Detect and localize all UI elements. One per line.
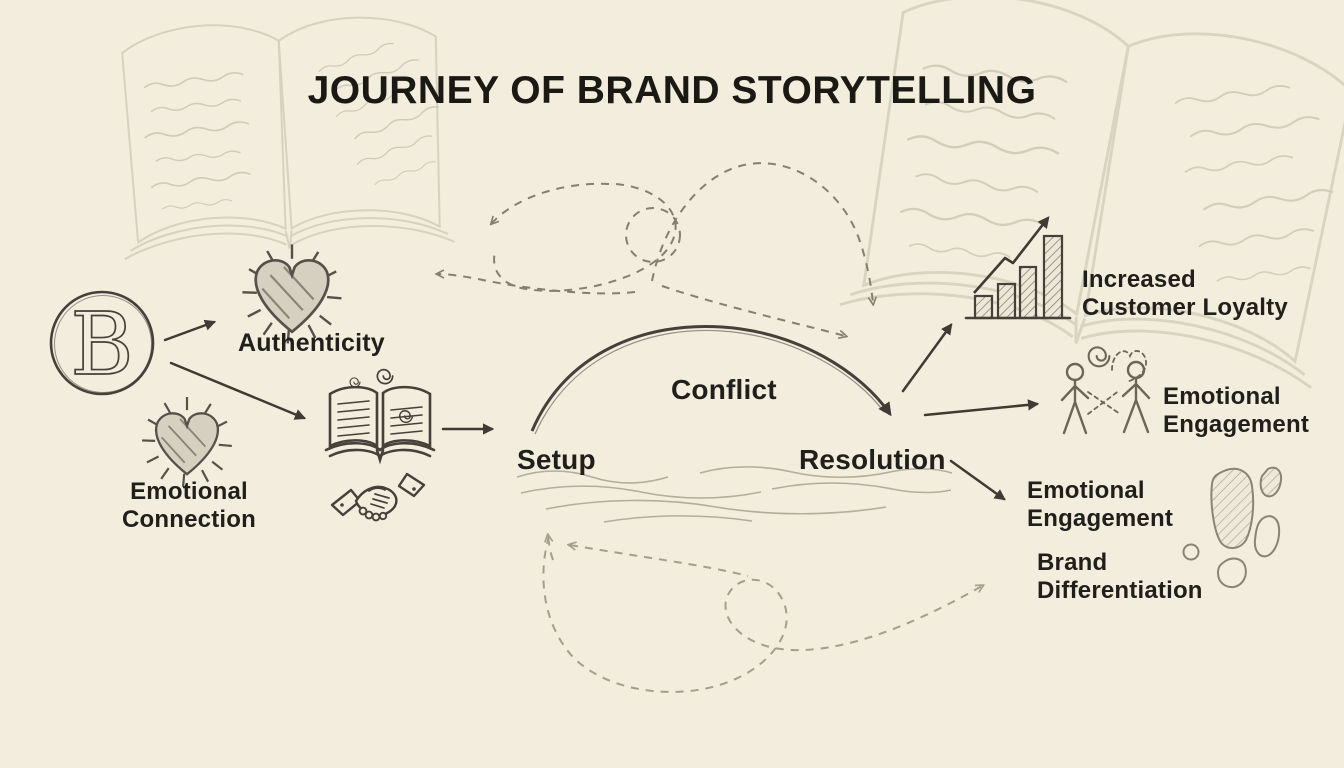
brand-letter: B [70,295,133,395]
story-arc [530,324,892,435]
node-label-increased-customer-loyalty: Increased Customer Loyalty [1082,266,1288,321]
notebook-sketch-top-left [113,13,461,259]
brand-logo-icon: B [49,290,155,396]
baseline-waves [516,466,953,523]
page-title: JOURNEY OF BRAND STORYTELLING [307,69,1037,112]
dashed-doodles-bottom [542,536,982,693]
node-label-brand-differentiation: Brand Differentiation [1037,549,1203,604]
arrow-resolution-to-people [923,399,1040,417]
node-label-resolution: Resolution [799,444,946,475]
handshake-icon [330,472,426,522]
connector-arrows [163,319,1040,501]
notebook-sketch-top-right [840,0,1344,389]
heart-burst-icon-connection [140,395,233,488]
growth-chart-icon [964,216,1072,320]
dashed-doodles-top [438,162,873,336]
arrow-brand-to-authenticity [163,319,217,342]
people-engagement-icon [1060,346,1151,435]
node-label-emotional-connection: Emotional Connection [122,478,256,533]
node-label-conflict: Conflict [671,374,777,405]
arrow-resolution-to-engagement [949,459,1006,501]
arrow-resolution-to-chart [901,323,953,393]
node-label-emotional-engagement-lower: Emotional Engagement [1027,477,1174,532]
footprints-icon [1182,466,1283,589]
node-label-authenticity: Authenticity [238,329,385,357]
arrow-brand-to-storybook [169,361,307,420]
node-label-setup: Setup [517,444,596,475]
node-label-emotional-engagement-right: Emotional Engagement [1163,383,1310,438]
storybook-icon [324,368,436,465]
